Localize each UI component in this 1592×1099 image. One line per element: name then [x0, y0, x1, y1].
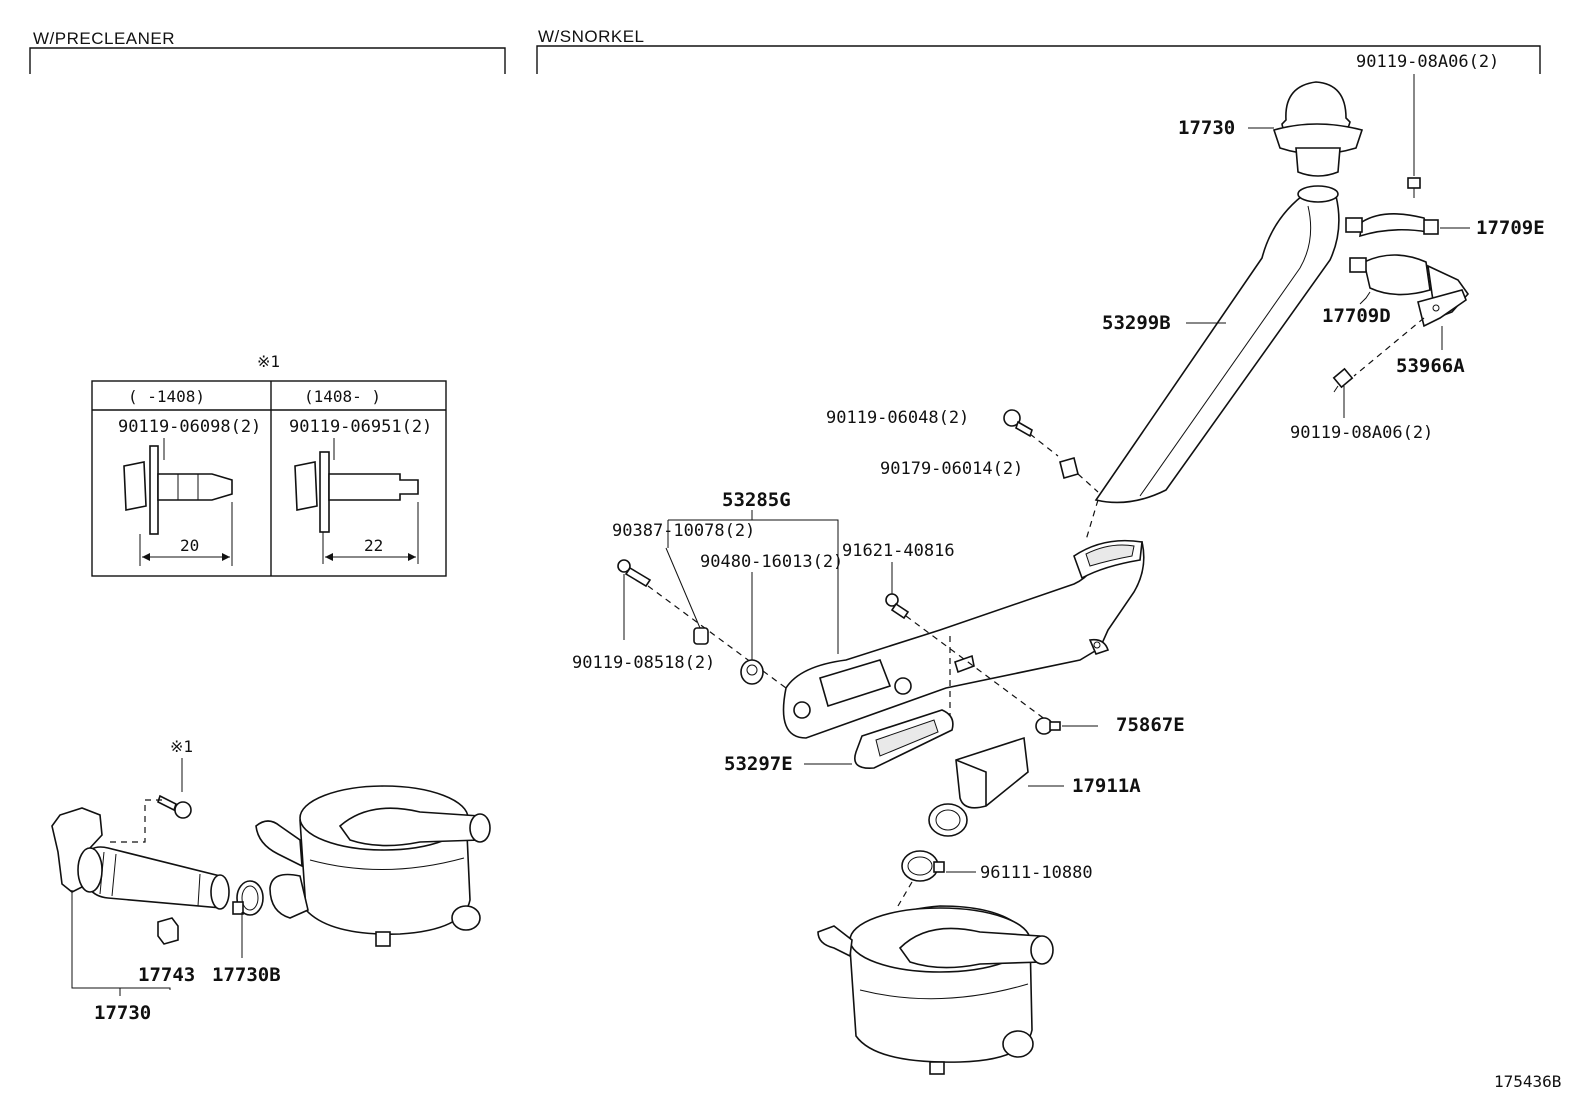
precleaner-block [157, 917, 179, 945]
label-90179-06014: 90179-06014(2) [880, 459, 1023, 479]
label-17911a: 17911A [1072, 775, 1141, 797]
label-90387-10078: 90387-10078(2) [612, 521, 755, 541]
label-90119-08a06-bottom: 90119-08A06(2) [1290, 423, 1433, 443]
label-75867e: 75867E [1116, 714, 1185, 736]
detail-length-late: 22 [364, 536, 383, 555]
snorkel-bolt-top [1407, 177, 1421, 198]
clip-75867e [1035, 717, 1061, 735]
bolt-early-drawing: 20 [123, 438, 233, 566]
hose-clamp-96111-10880 [901, 850, 945, 882]
snorkel-assembly: 17730 53299B 90119-08A06(2) 17709E [572, 52, 1545, 1075]
grommet-90480-16013 [740, 659, 764, 685]
detail-length-early: 20 [180, 536, 199, 555]
label-90119-06048: 90119-06048(2) [826, 408, 969, 428]
label-90119-08518: 90119-08518(2) [572, 653, 715, 673]
label-53966a: 53966A [1396, 355, 1465, 377]
spacer-90387-10078 [693, 627, 709, 645]
snorkel-tube [1094, 185, 1340, 504]
seal-53297e [854, 709, 954, 769]
section-title-precleaner: W/PRECLEANER [33, 29, 175, 48]
label-53297e: 53297E [724, 753, 793, 775]
air-cleaner-right [817, 905, 1054, 1075]
label-17730-left: 17730 [94, 1002, 151, 1024]
detail-note-mark: ※1 [257, 352, 280, 371]
bolt-late-drawing: 22 [294, 438, 419, 564]
label-90480-16013: 90480-16013(2) [700, 552, 843, 572]
section-title-snorkel: W/SNORKEL [538, 27, 645, 46]
left-note-mark: ※1 [170, 737, 193, 756]
bolt-90119-08518 [617, 559, 652, 588]
section-header-precleaner: W/PRECLEANER [29, 29, 506, 74]
duct-17911a [928, 736, 1029, 837]
label-17709d: 17709D [1322, 305, 1391, 327]
clamp-upper [1345, 213, 1439, 238]
snorkel-cap [1272, 81, 1364, 177]
label-17730-cap: 17730 [1178, 117, 1235, 139]
air-cleaner-left [255, 785, 491, 947]
section-header-snorkel: W/SNORKEL [536, 27, 1541, 74]
bolt-detail-table: ※1 ( -1408) (1408- ) 90119-06098(2) 9011… [91, 352, 447, 577]
precleaner-clamp [232, 880, 264, 916]
detail-range-late: (1408- ) [304, 387, 381, 406]
detail-part-early: 90119-06098(2) [118, 417, 261, 437]
label-17709e: 17709E [1476, 217, 1545, 239]
snorkel-lower-body [782, 539, 1145, 739]
label-91621-40816: 91621-40816 [842, 541, 955, 561]
detail-range-early: ( -1408) [128, 387, 205, 406]
label-96111-10880: 96111-10880 [980, 863, 1093, 883]
diagram-id: 175436B [1494, 1072, 1561, 1091]
precleaner-hose [77, 846, 230, 910]
label-53285g: 53285G [722, 489, 791, 511]
label-90119-08a06-top: 90119-08A06(2) [1356, 52, 1499, 72]
precleaner-bolt [157, 794, 192, 819]
detail-part-late: 90119-06951(2) [289, 417, 432, 437]
clip-90179-06014 [1059, 457, 1079, 479]
label-17730b: 17730B [212, 964, 281, 986]
label-17743: 17743 [138, 964, 195, 986]
label-53299b: 53299B [1102, 312, 1171, 334]
bolt-90119-06048 [1003, 409, 1033, 438]
snorkel-bracket [1417, 289, 1467, 328]
nut-91621-40816 [885, 593, 910, 620]
precleaner-assembly: ※1 17730B 17743 [51, 737, 491, 1024]
snorkel-bolt-bottom [1332, 367, 1354, 393]
